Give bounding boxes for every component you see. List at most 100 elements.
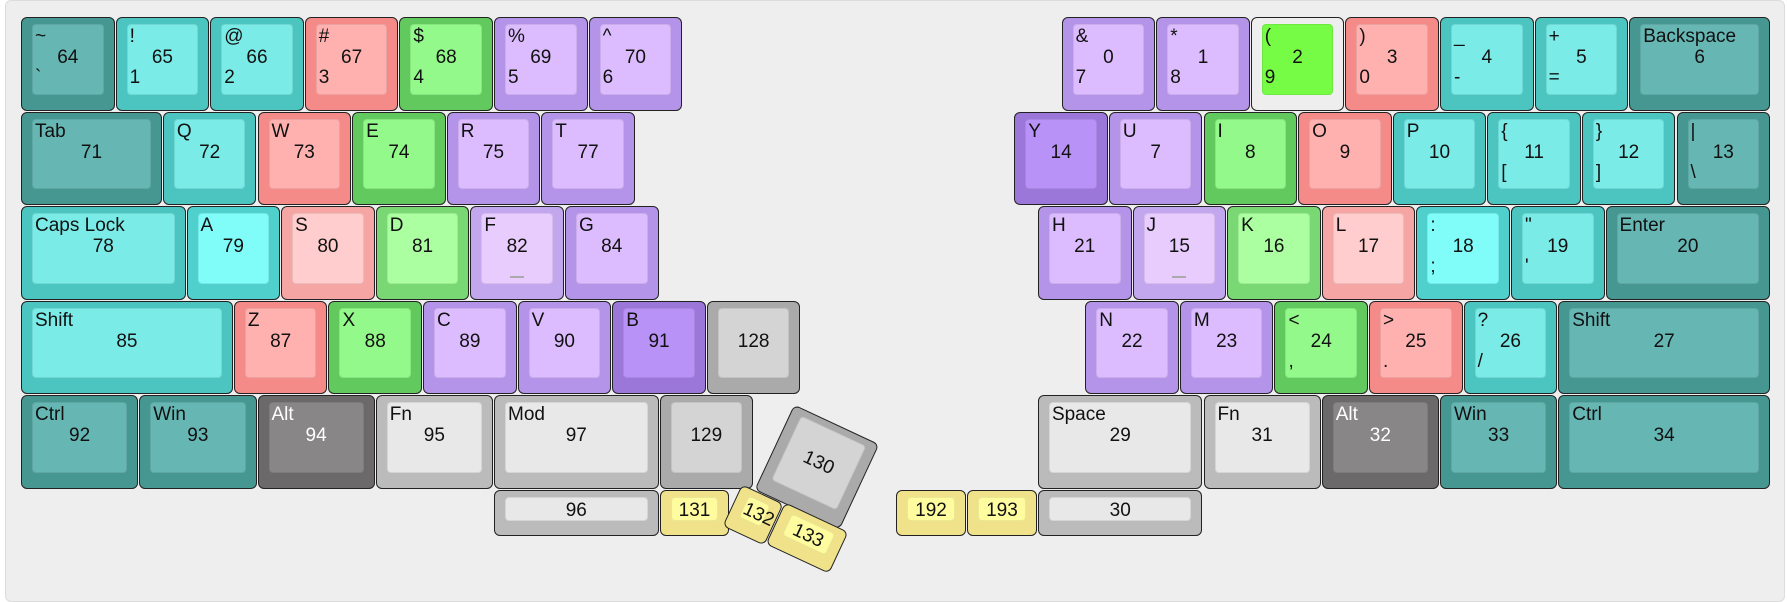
key-192[interactable]: 192 xyxy=(896,490,966,537)
key-11[interactable]: {11[ xyxy=(1487,111,1581,206)
key-legend-bottom: = xyxy=(1548,67,1560,88)
key-number: 128 xyxy=(737,330,770,352)
key-number: 9 xyxy=(1339,141,1351,163)
key-193[interactable]: 193 xyxy=(967,490,1037,537)
key-26[interactable]: ?26/ xyxy=(1463,300,1558,395)
key-13[interactable]: |13\ xyxy=(1676,111,1771,206)
key-number: 15 xyxy=(1168,236,1190,258)
key-legend-top: M xyxy=(1193,309,1210,331)
keycap-top: ~64` xyxy=(32,24,104,95)
key-18[interactable]: :18; xyxy=(1416,206,1510,300)
key-legend-top: Alt xyxy=(1335,404,1358,426)
key-legend-top: Y xyxy=(1028,120,1041,142)
key-128[interactable]: 128 xyxy=(706,300,801,395)
key-number: 21 xyxy=(1074,236,1096,258)
key-number: 5 xyxy=(1576,47,1587,68)
key-legend-top: ? xyxy=(1477,309,1489,331)
key-number: 23 xyxy=(1216,330,1238,352)
key-19[interactable]: "19' xyxy=(1510,206,1605,300)
key-legend-top: < xyxy=(1288,309,1300,331)
key-12[interactable]: }12] xyxy=(1581,111,1676,206)
key-25[interactable]: >25. xyxy=(1369,300,1463,395)
key-legend-top: $ xyxy=(413,26,424,47)
key-legend-top: C xyxy=(437,309,451,331)
key-legend-bottom: 5 xyxy=(508,67,519,88)
key-legend-bottom: / xyxy=(1477,350,1483,372)
key-legend-bottom: 9 xyxy=(1264,67,1276,88)
key-23[interactable]: M 23 xyxy=(1179,300,1274,395)
key-64[interactable]: ~64` xyxy=(21,17,115,111)
key-number: 73 xyxy=(293,141,315,163)
key-131[interactable]: 131 xyxy=(659,490,730,537)
key-legend-bottom: 6 xyxy=(602,67,614,88)
key-legend-top: & xyxy=(1075,26,1089,47)
key-96[interactable]: 96 xyxy=(494,490,659,537)
key-number: 97 xyxy=(565,425,587,447)
key-4[interactable]: _4- xyxy=(1440,17,1534,111)
key-24[interactable]: <24, xyxy=(1274,300,1369,395)
key-30[interactable]: 30 xyxy=(1037,490,1203,537)
key-legend-bottom: . xyxy=(1383,350,1389,372)
key-5[interactable]: +5= xyxy=(1534,17,1629,111)
key-number: 8 xyxy=(1245,141,1256,163)
key-129[interactable]: 129 xyxy=(659,395,754,489)
